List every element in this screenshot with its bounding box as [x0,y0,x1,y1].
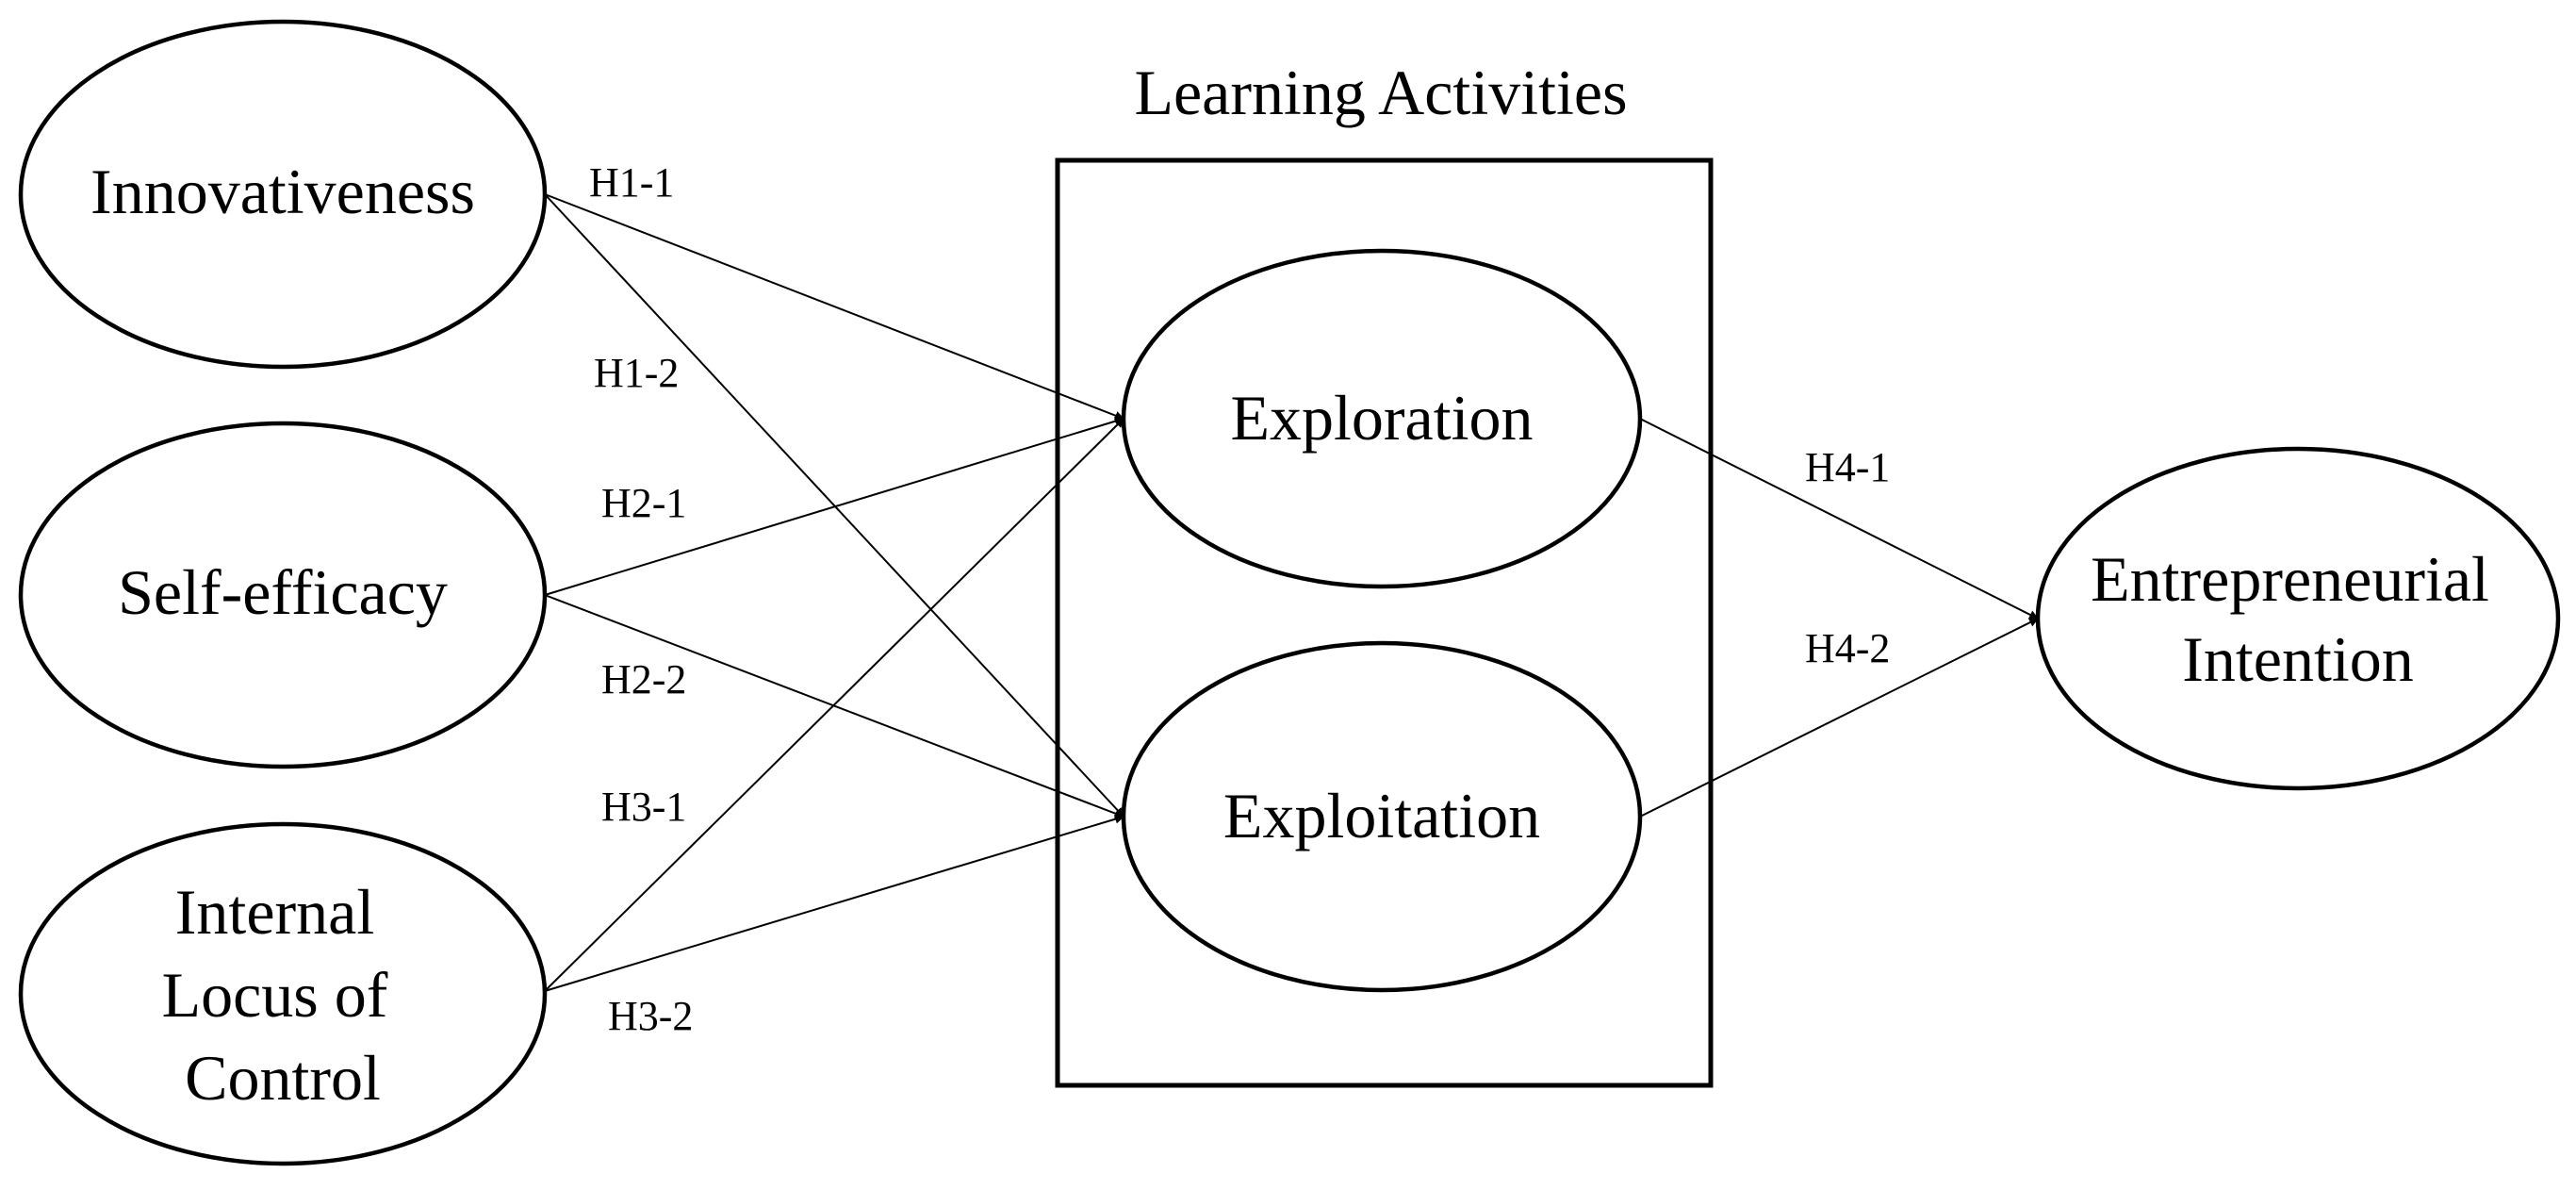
svg-text:Self-efficacy: Self-efficacy [118,556,448,628]
learning-activities-frame [1055,157,1714,1088]
edge-self-efficacy-exploration [544,416,1124,596]
edge-innovativeness-exploration [544,193,1124,421]
edge-label-h2-2: H2-2 [601,656,686,702]
node-innovativeness-label: Innovativeness [90,156,475,227]
edge-innovativeness-exploitation [544,193,1124,818]
edge-locus-exploitation [544,814,1124,992]
edge-label-h1-2: H1-2 [594,350,679,396]
node-entrepreneurial-intention-label-line-1: Entrepreneurial [2091,543,2489,615]
node-self-efficacy-label: Self-efficacy [118,556,448,628]
edge-label-h4-1: H4-1 [1805,444,1890,490]
node-internal-locus-label-line-1: Internal [175,876,374,948]
node-internal-locus-label-line-2: Locus of [162,959,388,1031]
edge-label-h1-1: H1-1 [589,159,674,206]
edge-label-h3-1: H3-1 [601,784,686,830]
node-entrepreneurial-intention-label-line-2: Intention [2182,623,2414,695]
node-exploitation-label: Exploitation [1223,780,1540,851]
edge-label-h3-2: H3-2 [608,993,693,1039]
svg-text:Innovativeness: Innovativeness [90,156,475,227]
node-innovativeness: Innovativeness [18,19,548,370]
edge-label-h4-2: H4-2 [1805,625,1890,671]
learning-activities-title: Learning Activities [1134,57,1627,128]
node-exploitation: Exploitation [1121,640,1643,993]
edge-exploration-intention [1639,418,2039,620]
edge-exploitation-intention [1639,618,2039,818]
edge-label-h2-1: H2-1 [601,480,686,526]
node-internal-locus-label-line-3: Control [185,1042,381,1114]
node-exploration: Exploration [1121,248,1643,589]
svg-text:Exploitation: Exploitation [1223,780,1540,851]
svg-text:Exploration: Exploration [1230,382,1533,454]
node-self-efficacy: Self-efficacy [18,421,548,769]
svg-text:Entrepreneurial Intentio: Entrepreneurial Intention [2091,543,2505,695]
svg-text:Internal Locus of: Internal Locus of Control [162,876,404,1114]
edge-locus-exploration [544,418,1124,992]
node-exploration-label: Exploration [1230,382,1533,454]
node-internal-locus-of-control: Internal Locus of Control [18,821,548,1166]
node-entrepreneurial-intention: Entrepreneurial Intention [2035,446,2561,791]
